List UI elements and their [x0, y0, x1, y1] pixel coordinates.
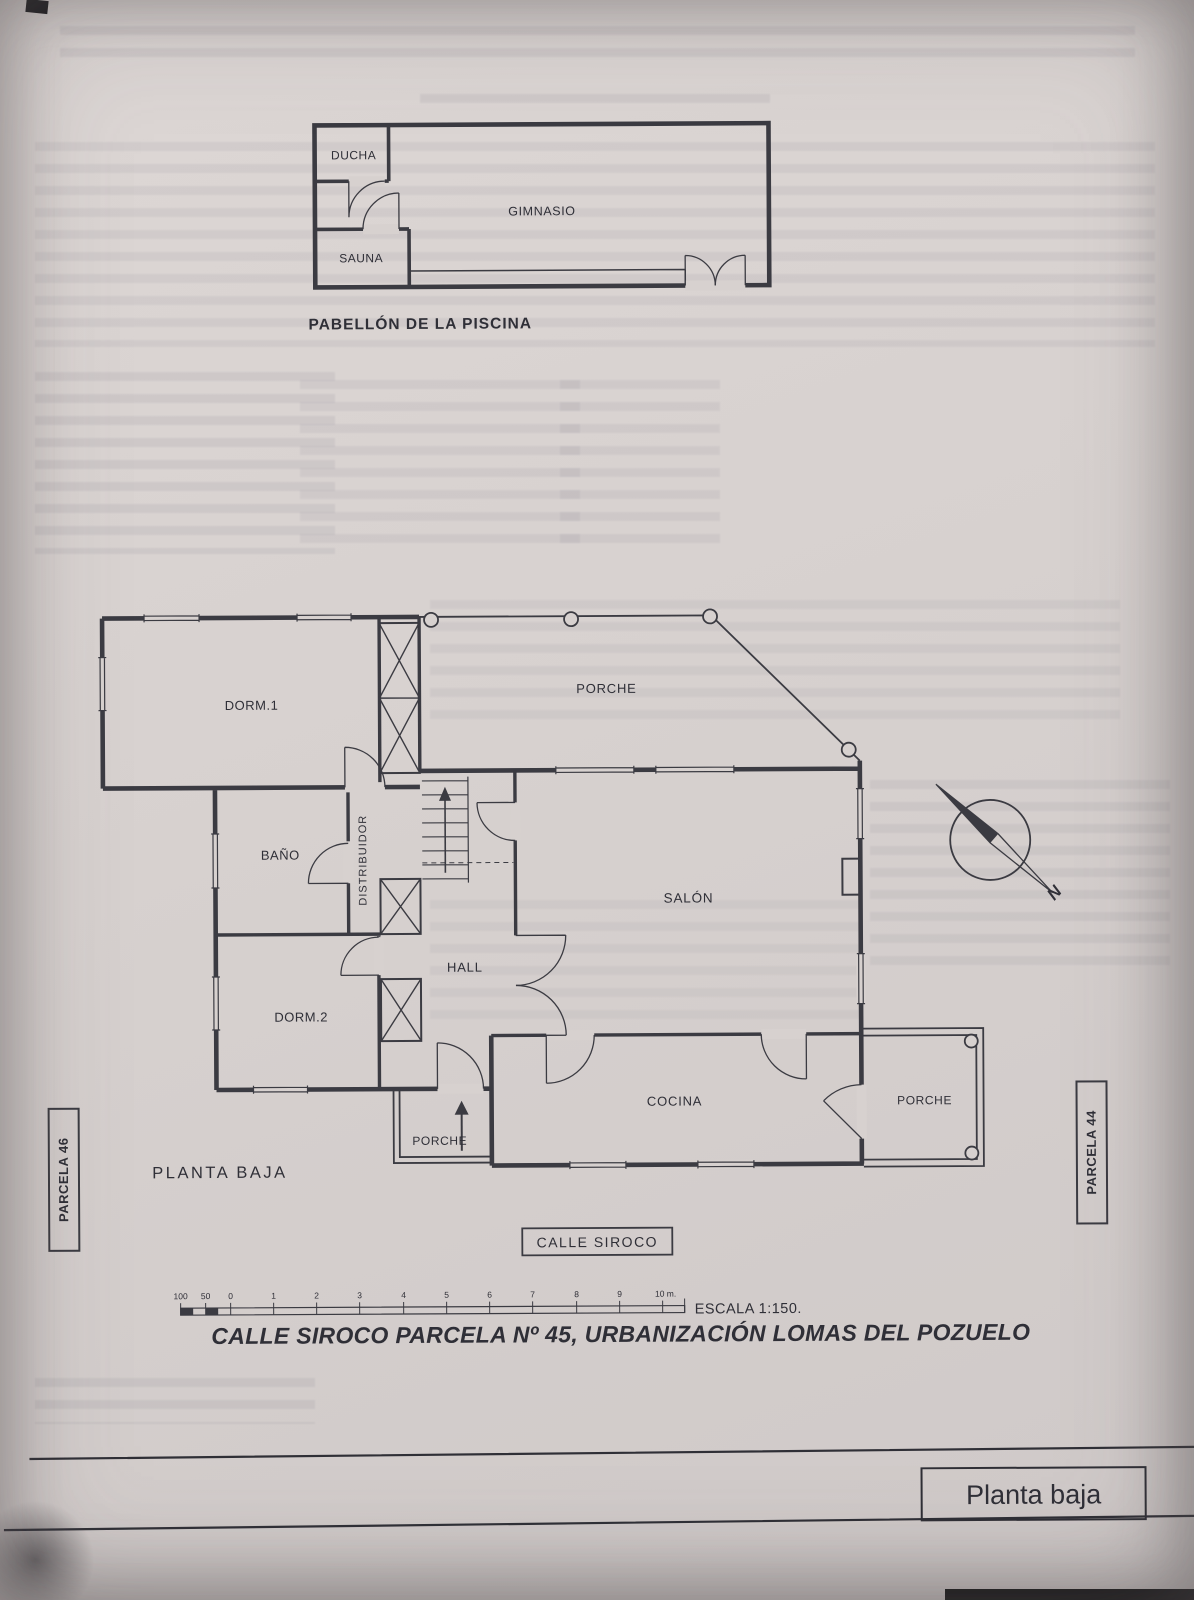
pool-pavilion-plan	[312, 120, 772, 291]
north-compass	[935, 783, 1053, 894]
scale-tick-label: 50	[201, 1291, 211, 1301]
room-label-sauna: SAUNA	[339, 251, 383, 265]
scale-bar-labels: 100 50 0 1 2 3 4 5 6 7 8 9 10 m.	[173, 1289, 676, 1302]
title-block	[3, 1445, 1194, 1532]
room-label-porche-bottom: PORCHE	[412, 1134, 467, 1148]
scale-tick-label: 0	[228, 1291, 233, 1301]
main-plan-labels: DORM.1 PORCHE BAÑO DISTRIBUIDOR SALÓN HA…	[152, 681, 1066, 1183]
room-label-dorm2: DORM.2	[274, 1009, 328, 1024]
scale-tick-label: 7	[530, 1289, 535, 1299]
entrance-arrow	[454, 1100, 469, 1151]
room-label-porche-right: PORCHE	[897, 1093, 952, 1107]
scale-tick-label: 1	[271, 1291, 276, 1301]
street-label-box	[521, 1226, 674, 1257]
scale-tick-label: 6	[487, 1290, 492, 1300]
room-label-ducha: DUCHA	[331, 148, 376, 162]
room-label-bano: BAÑO	[261, 848, 300, 863]
main-floor-plan	[97, 608, 1053, 1170]
scale-tick-label: 10 m.	[655, 1289, 676, 1299]
floor-plan-title: PLANTA BAJA	[152, 1164, 287, 1183]
scale-tick-label: 4	[401, 1290, 406, 1300]
scale-tick-label: 100	[173, 1291, 188, 1301]
scale-tick-label: 3	[357, 1290, 362, 1300]
room-label-salon: SALÓN	[664, 890, 714, 905]
title-block-label: Planta baja	[966, 1479, 1102, 1510]
escala-label: ESCALA 1:150.	[695, 1301, 802, 1318]
parcela-boxes	[47, 1080, 1109, 1252]
room-label-cocina: COCINA	[647, 1093, 702, 1108]
scale-tick-label: 2	[314, 1290, 319, 1300]
hatched-shafts	[378, 621, 423, 1043]
room-label-porche-top: PORCHE	[576, 681, 636, 696]
street-label: CALLE SIROCO	[537, 1234, 659, 1251]
scale-tick-label: 9	[617, 1289, 622, 1299]
scale-bar	[180, 1298, 686, 1316]
scale-tick-label: 8	[574, 1289, 579, 1299]
pool-room-labels: DUCHA SAUNA GIMNASIO PABELLÓN DE LA PISC…	[308, 148, 575, 333]
parcela-right-label: PARCELA 44	[1084, 1110, 1099, 1195]
doors	[307, 746, 863, 1140]
north-label: N	[1043, 881, 1066, 903]
room-label-gimnasio: GIMNASIO	[508, 204, 575, 218]
windows	[97, 612, 866, 1170]
room-label-hall: HALL	[447, 960, 483, 975]
room-label-distribuidor: DISTRIBUIDOR	[357, 815, 369, 906]
scale-tick-label: 5	[444, 1290, 449, 1300]
caption: CALLE SIROCO PARCELA Nº 45, URBANIZACIÓN…	[211, 1318, 1030, 1349]
pool-plan-title: PABELLÓN DE LA PISCINA	[308, 314, 532, 333]
stairs	[421, 776, 514, 883]
room-label-dorm1: DORM.1	[225, 698, 279, 713]
parcela-left-label: PARCELA 46	[56, 1138, 71, 1223]
